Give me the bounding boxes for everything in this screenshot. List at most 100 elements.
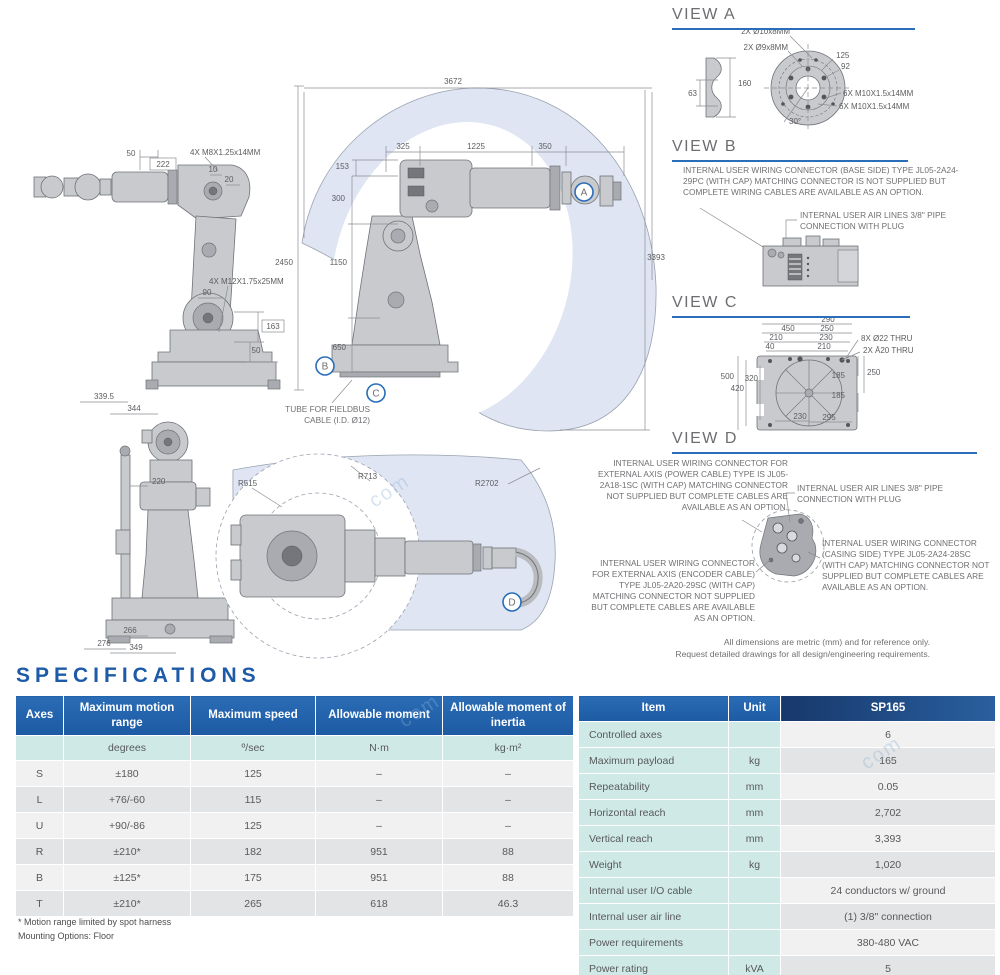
table-row: Vertical reach mm 3,393 — [578, 825, 996, 852]
view-d-drawing — [741, 492, 825, 583]
table-row: B ±125* 175 951 88 — [15, 864, 574, 891]
robot-elevation-center — [321, 159, 622, 378]
view-c-title: VIEW C — [672, 294, 910, 318]
view-b-air-note: INTERNAL USER AIR LINES 3/8" PIPE CONNEC… — [800, 210, 947, 232]
col-header-max-speed: Maximum speed — [190, 695, 316, 736]
view-d-power-note: INTERNAL USER WIRING CONNECTOR FOR EXTER… — [598, 458, 788, 513]
dim-label: 222 — [156, 160, 170, 169]
dim-label: 30° — [789, 117, 801, 126]
item-cell: Vertical reach — [578, 825, 729, 852]
value-cell: 2,702 — [780, 799, 996, 826]
dim-label: 2X Ø9x8MM — [744, 43, 789, 52]
unit-cell — [728, 929, 781, 956]
unit-cell: degrees — [63, 735, 191, 761]
dim-label: 50 — [252, 346, 261, 355]
value-cell: – — [442, 786, 574, 813]
view-a-drawing — [696, 35, 852, 132]
table-row: Power requirements 380-480 VAC — [578, 929, 996, 956]
dim-label: 230 — [819, 333, 833, 342]
tube-note-line2: CABLE (I.D. Ø12) — [304, 414, 370, 425]
value-cell: ±180 — [63, 760, 191, 787]
unit-cell — [15, 735, 64, 761]
dim-label: 125 — [836, 51, 850, 60]
value-cell: 951 — [315, 838, 443, 865]
dim-label: 210 — [817, 342, 831, 351]
col-header-model: SP165 — [780, 695, 996, 722]
unit-cell: kg — [728, 747, 781, 774]
view-b-drawing — [699, 207, 859, 287]
table-row: S ±180 125 – – — [15, 760, 574, 787]
general-spec-table: Item Unit SP165 Controlled axes 6 Maximu… — [578, 695, 996, 975]
specifications-title: SPECIFICATIONS — [16, 664, 261, 687]
axis-cell: B — [15, 864, 64, 891]
item-cell: Controlled axes — [578, 721, 729, 748]
dim-label: 185 — [832, 371, 846, 380]
table-row: Horizontal reach mm 2,702 — [578, 799, 996, 826]
motion-table-header-row: Axes Maximum motion range Maximum speed … — [15, 695, 574, 736]
unit-cell — [728, 721, 781, 748]
value-cell: 88 — [442, 838, 574, 865]
dimension-lines-rear — [80, 401, 176, 654]
unit-cell: mm — [728, 773, 781, 800]
dim-label: 90 — [203, 288, 212, 297]
item-cell: Internal user air line — [578, 903, 729, 930]
item-cell: Power rating — [578, 955, 729, 975]
table-row: R ±210* 182 951 88 — [15, 838, 574, 865]
dim-label: 339.5 — [94, 392, 115, 401]
table-row: Weight kg 1,020 — [578, 851, 996, 878]
item-cell: Repeatability — [578, 773, 729, 800]
view-d-title: VIEW D — [672, 430, 977, 454]
table-row: Internal user air line (1) 3/8" connecti… — [578, 903, 996, 930]
dim-label: 266 — [123, 626, 137, 635]
table-row: Power rating kVA 5 — [578, 955, 996, 975]
dimension-labels: 50 222 4X M8X1.25x14MM 10 20 2450 4X M12… — [94, 77, 665, 652]
dim-label: 295 — [822, 413, 836, 422]
dim-label: 3672 — [444, 77, 462, 86]
unit-cell: kg·m² — [442, 735, 574, 761]
dim-label: 1225 — [467, 142, 485, 151]
dim-label: 2450 — [275, 258, 293, 267]
value-cell: 88 — [442, 864, 574, 891]
dim-label: 230 — [793, 412, 807, 421]
dim-label: 344 — [127, 404, 141, 413]
dim-label: 4X M8X1.25x14MM — [190, 148, 261, 157]
value-cell: ±210* — [63, 890, 191, 917]
unit-cell: kg — [728, 851, 781, 878]
value-cell: 3,393 — [780, 825, 996, 852]
radius-leaders — [251, 465, 541, 508]
dim-label: 420 — [731, 384, 745, 393]
callout-b: B — [322, 362, 329, 373]
dim-label: 92 — [841, 62, 850, 71]
view-d-casing-note: INTERNAL USER WIRING CONNECTOR (CASING S… — [822, 538, 990, 593]
value-cell: 5 — [780, 955, 996, 975]
item-cell: Horizontal reach — [578, 799, 729, 826]
value-cell: (1) 3/8" connection — [780, 903, 996, 930]
value-cell: – — [442, 760, 574, 787]
dim-label: 350 — [538, 142, 552, 151]
callout-d: D — [508, 598, 515, 609]
dim-label: 6X M10X1.5x14MM — [839, 102, 910, 111]
dim-label: 250 — [820, 324, 834, 333]
col-header-moment-inertia: Allowable moment of inertia — [442, 695, 574, 736]
dim-label: 2X Ø10x8MM — [741, 27, 790, 36]
value-cell: ±210* — [63, 838, 191, 865]
dimension-lines-side — [139, 150, 278, 363]
value-cell: +90/-86 — [63, 812, 191, 839]
table-row: Internal user I/O cable 24 conductors w/… — [578, 877, 996, 904]
dim-label: 8X Ø22 THRU — [861, 334, 913, 343]
value-cell: 0.05 — [780, 773, 996, 800]
unit-cell: mm — [728, 825, 781, 852]
dim-label: 276 — [97, 639, 111, 648]
value-cell: 618 — [315, 890, 443, 917]
dim-label: 250 — [867, 368, 881, 377]
col-header-unit: Unit — [728, 695, 781, 722]
unit-cell — [728, 877, 781, 904]
table-row: Maximum payload kg 165 — [578, 747, 996, 774]
dim-label: 4X M12X1.75x25MM — [209, 277, 284, 286]
dim-label: 10 — [209, 165, 218, 174]
axis-cell: U — [15, 812, 64, 839]
dimension-lines-center — [294, 85, 653, 431]
value-cell: – — [315, 812, 443, 839]
table-row: U +90/-86 125 – – — [15, 812, 574, 839]
value-cell: 46.3 — [442, 890, 574, 917]
